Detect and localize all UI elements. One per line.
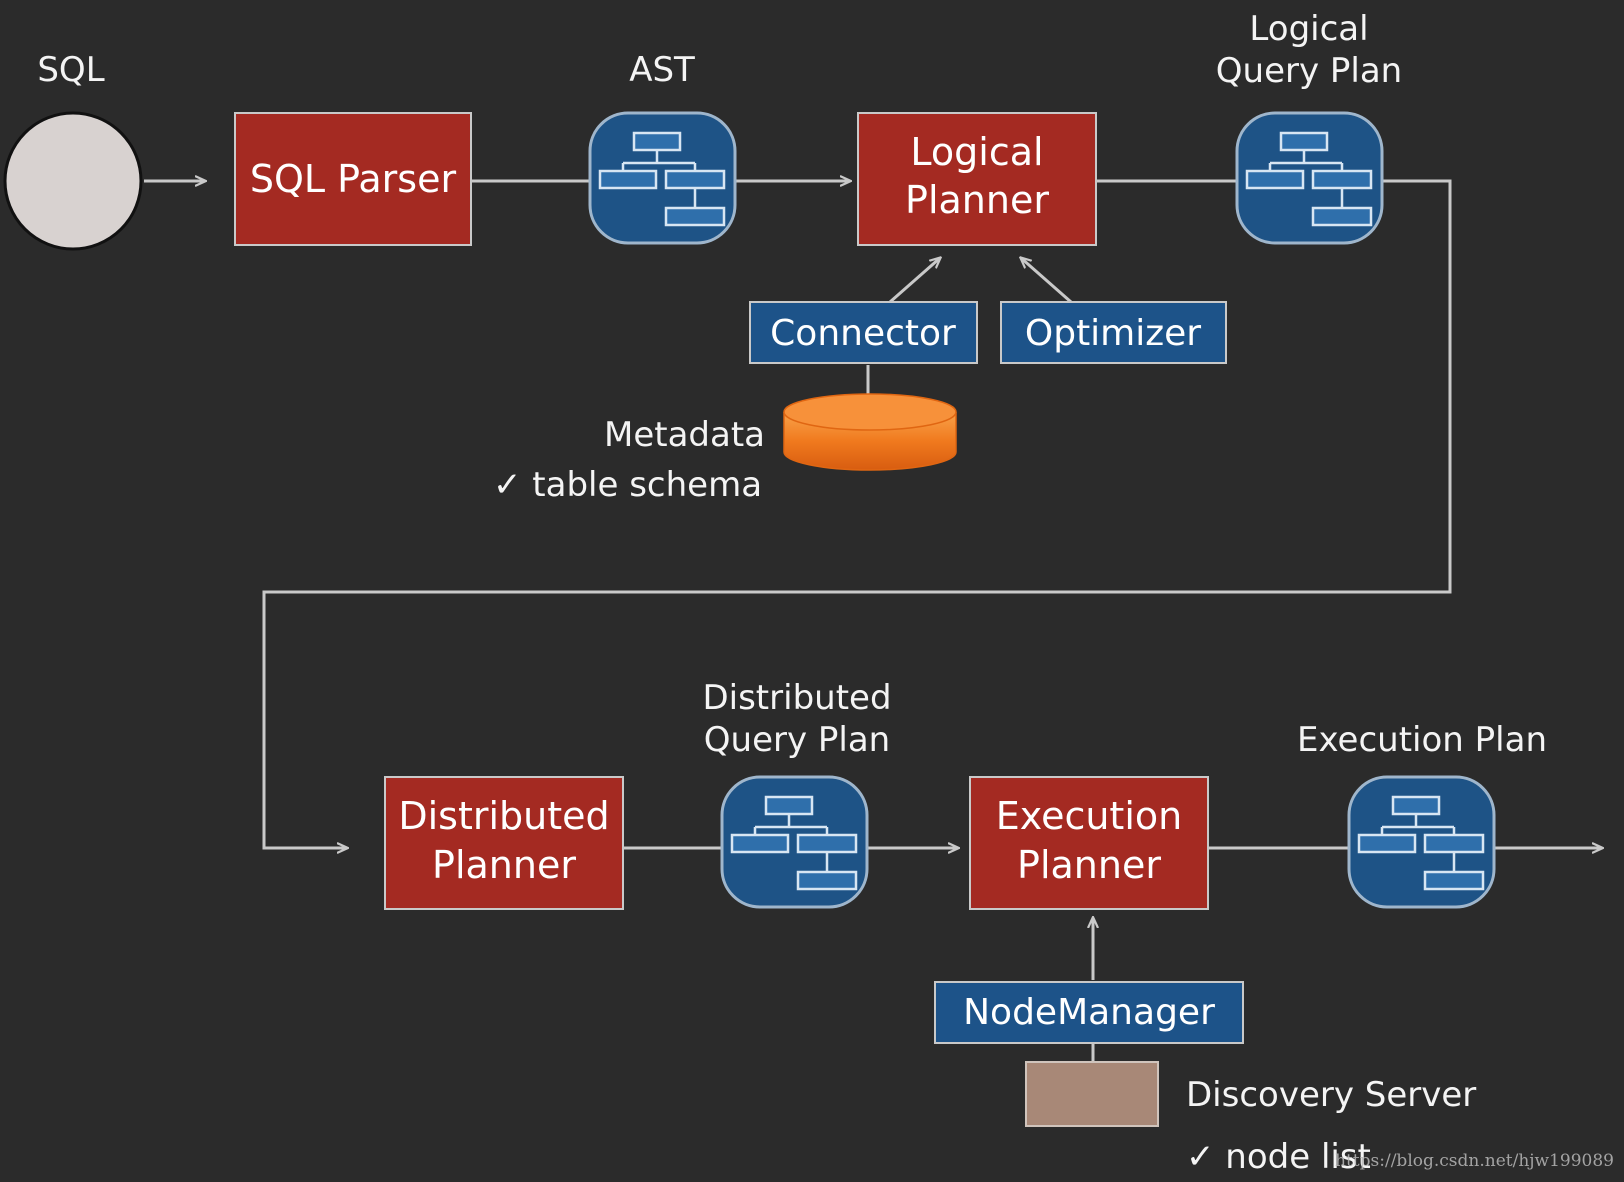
ast-tree-icon bbox=[588, 111, 737, 245]
execution-planner-label-2: Planner bbox=[1017, 843, 1161, 887]
arrow-optimizer-to-logical-planner bbox=[1021, 258, 1072, 304]
label-distributed-query-plan-1: Distributed bbox=[702, 678, 891, 718]
logical-planner-label-1: Logical bbox=[910, 130, 1043, 174]
optimizer-box bbox=[1000, 301, 1227, 364]
label-discovery-server: Discovery Server bbox=[1186, 1075, 1476, 1115]
execution-plan-tree-icon bbox=[1347, 775, 1496, 909]
label-sql: SQL bbox=[37, 50, 104, 90]
arrow-connector-to-logical-planner bbox=[889, 258, 940, 304]
logical-query-plan-tree-icon bbox=[1235, 111, 1384, 245]
execution-planner-box bbox=[969, 776, 1209, 910]
label-execution-plan: Execution Plan bbox=[1297, 720, 1547, 760]
line-lqp-to-distributed-planner bbox=[262, 179, 1452, 848]
label-metadata: Metadata bbox=[604, 415, 765, 455]
discovery-server-box bbox=[1025, 1061, 1159, 1127]
optimizer-label: Optimizer bbox=[1025, 313, 1201, 354]
label-logical-query-plan-1: Logical bbox=[1249, 9, 1368, 49]
connector-label: Connector bbox=[770, 313, 956, 354]
label-table-schema: ✓ table schema bbox=[493, 465, 762, 505]
sql-parser-label: SQL Parser bbox=[250, 157, 457, 201]
label-node-list: ✓ node list bbox=[1186, 1137, 1371, 1177]
sql-input-circle bbox=[3, 111, 143, 251]
distributed-planner-label-1: Distributed bbox=[398, 794, 609, 838]
label-ast: AST bbox=[629, 50, 695, 90]
label-logical-query-plan-2: Query Plan bbox=[1216, 51, 1402, 91]
label-distributed-query-plan-2: Query Plan bbox=[704, 720, 890, 760]
nodemanager-box bbox=[934, 981, 1244, 1044]
logical-planner-box bbox=[857, 112, 1097, 246]
logical-planner-label-2: Planner bbox=[905, 178, 1049, 222]
distributed-query-plan-tree-icon bbox=[720, 775, 869, 909]
watermark-text: https://blog.csdn.net/hjw199089 bbox=[1335, 1151, 1614, 1171]
execution-planner-label-1: Execution bbox=[996, 794, 1182, 838]
connector-box bbox=[749, 301, 978, 364]
nodemanager-label: NodeManager bbox=[963, 992, 1215, 1033]
metadata-database-icon bbox=[783, 393, 957, 471]
distributed-planner-box bbox=[384, 776, 624, 910]
distributed-planner-label-2: Planner bbox=[432, 843, 576, 887]
sql-parser-box bbox=[234, 112, 472, 246]
